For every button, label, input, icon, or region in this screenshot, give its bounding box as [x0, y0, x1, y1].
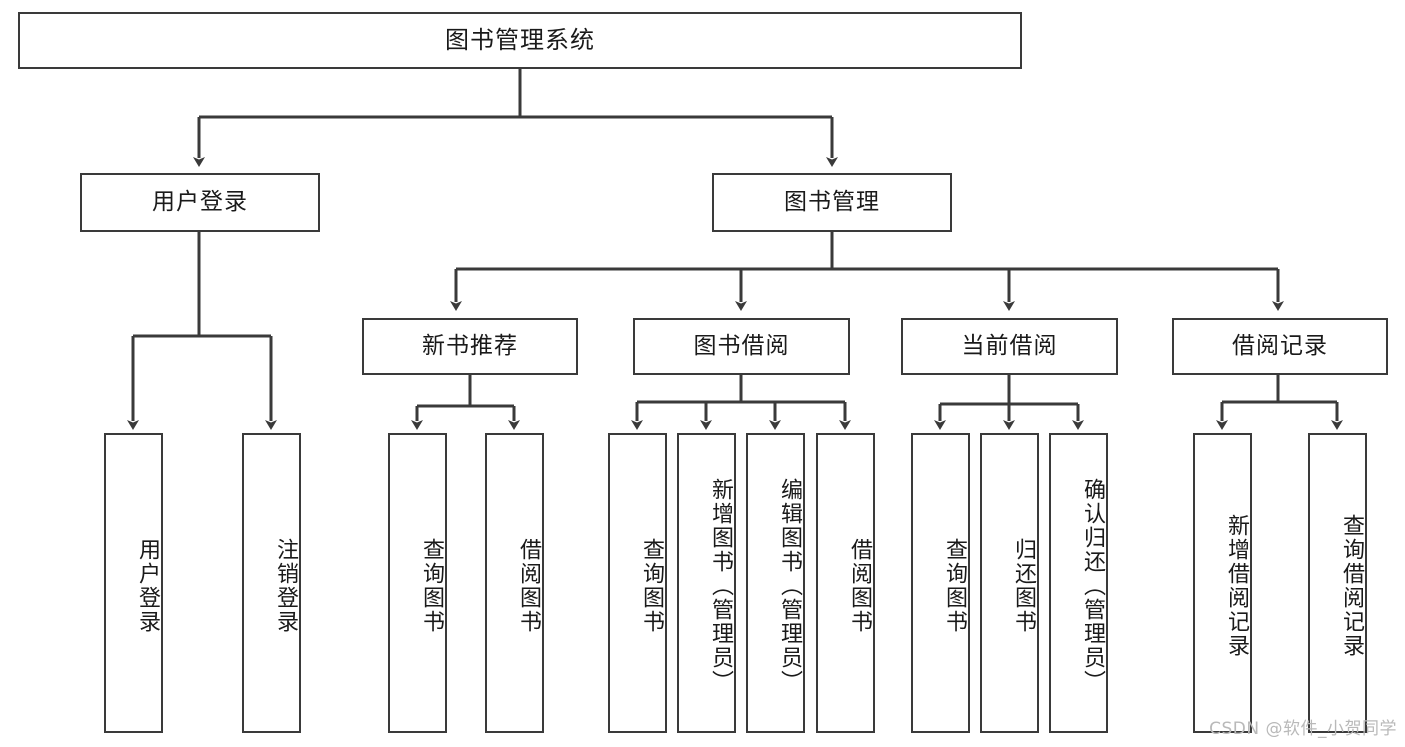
leaf-query-borrow-record-label: 查询借阅记录	[1339, 514, 1364, 658]
leaf-logout-label: 注销登录	[273, 538, 298, 634]
leaf-confirm-return-admin[interactable]: 确认归还（管理员）	[1049, 433, 1108, 733]
leaf-query-book-current-label: 查询图书	[942, 538, 967, 634]
leaf-edit-book-admin-label: 编辑图书（管理员）	[777, 478, 802, 694]
leaf-add-borrow-record[interactable]: 新增借阅记录	[1193, 433, 1252, 733]
leaf-return-book-label: 归还图书	[1011, 538, 1036, 634]
node-root[interactable]: 图书管理系统	[18, 12, 1022, 69]
node-book-management[interactable]: 图书管理	[712, 173, 952, 232]
leaf-add-borrow-record-label: 新增借阅记录	[1224, 514, 1249, 658]
leaf-confirm-return-admin-label: 确认归还（管理员）	[1080, 478, 1105, 694]
node-borrow-record[interactable]: 借阅记录	[1172, 318, 1388, 375]
node-user-login-label: 用户登录	[152, 188, 248, 215]
leaf-borrow-book[interactable]: 借阅图书	[816, 433, 875, 733]
node-new-book-recommend-label: 新书推荐	[422, 332, 518, 359]
csdn-watermark: CSDN @软件_小贺同学	[1209, 719, 1397, 739]
node-book-borrow[interactable]: 图书借阅	[633, 318, 850, 375]
leaf-query-book-current[interactable]: 查询图书	[911, 433, 970, 733]
leaf-return-book[interactable]: 归还图书	[980, 433, 1039, 733]
leaf-query-book-newbook-label: 查询图书	[419, 538, 444, 634]
leaf-borrow-book-newbook-label: 借阅图书	[516, 538, 541, 634]
node-current-borrow[interactable]: 当前借阅	[901, 318, 1118, 375]
node-current-borrow-label: 当前借阅	[961, 332, 1058, 359]
leaf-borrow-book-newbook[interactable]: 借阅图书	[485, 433, 544, 733]
leaf-query-book-borrow[interactable]: 查询图书	[608, 433, 667, 733]
leaf-query-book-borrow-label: 查询图书	[639, 538, 664, 634]
leaf-edit-book-admin[interactable]: 编辑图书（管理员）	[746, 433, 805, 733]
node-book-borrow-label: 图书借阅	[693, 332, 790, 359]
leaf-query-book-newbook[interactable]: 查询图书	[388, 433, 447, 733]
leaf-user-login[interactable]: 用户登录	[104, 433, 163, 733]
node-root-label: 图书管理系统	[445, 26, 595, 55]
node-user-login[interactable]: 用户登录	[80, 173, 320, 232]
node-new-book-recommend[interactable]: 新书推荐	[362, 318, 578, 375]
leaf-add-book-admin-label: 新增图书（管理员）	[708, 478, 733, 694]
leaf-query-borrow-record[interactable]: 查询借阅记录	[1308, 433, 1367, 733]
leaf-add-book-admin[interactable]: 新增图书（管理员）	[677, 433, 736, 733]
leaf-borrow-book-label: 借阅图书	[847, 538, 872, 634]
node-book-management-label: 图书管理	[784, 188, 880, 215]
node-borrow-record-label: 借阅记录	[1232, 332, 1328, 359]
leaf-user-login-label: 用户登录	[135, 538, 160, 634]
leaf-logout[interactable]: 注销登录	[242, 433, 301, 733]
